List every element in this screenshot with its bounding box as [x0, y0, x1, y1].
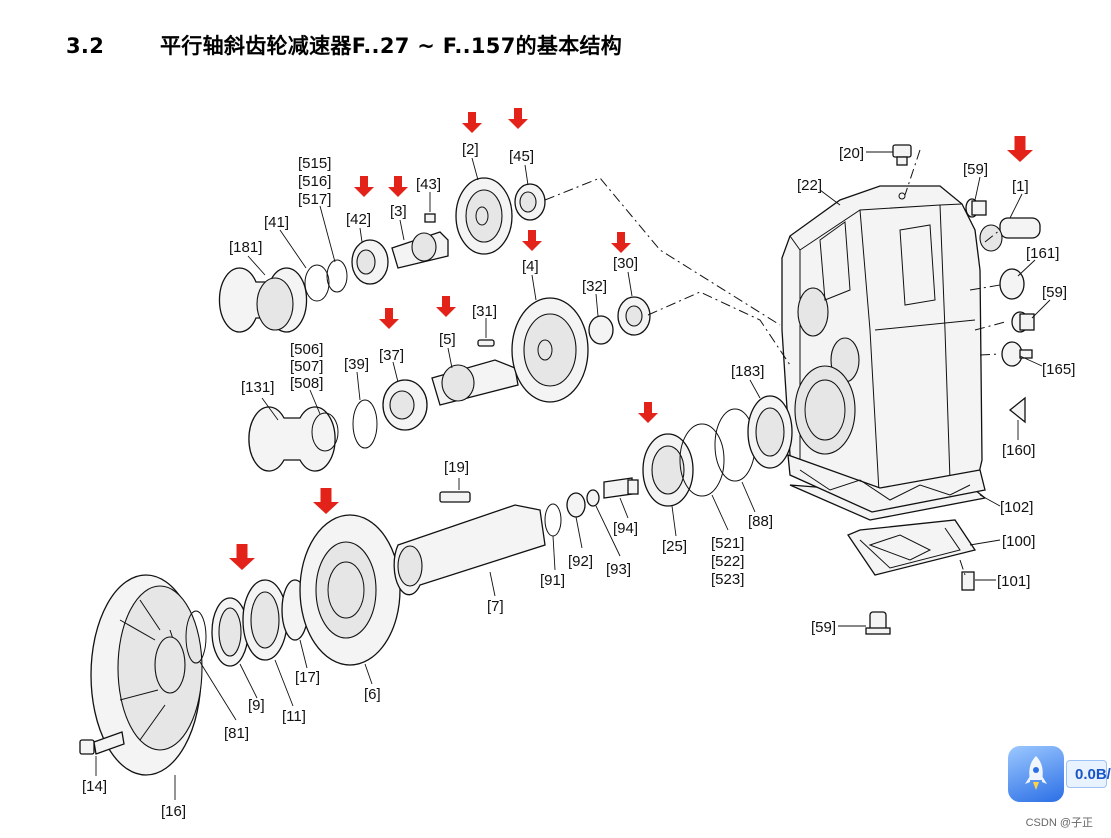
part-label: [59] — [811, 619, 836, 636]
output-shaft-group — [79, 395, 793, 776]
part-label: [30] — [613, 255, 638, 272]
part-label: [515] — [298, 155, 331, 172]
part-label: [25] — [662, 538, 687, 555]
part-label: [161] — [1026, 245, 1059, 262]
part-label: [1] — [1012, 178, 1029, 195]
part-label: [32] — [582, 278, 607, 295]
input-shaft-group — [218, 177, 546, 333]
part-label: [14] — [82, 778, 107, 795]
part-label: [183] — [731, 363, 764, 380]
part-label: [93] — [606, 561, 631, 578]
highlight-arrow-icon — [354, 176, 374, 197]
intermediate-shaft-group — [248, 296, 651, 472]
speed-value: 0.0B/ — [1066, 760, 1111, 788]
part-label: [92] — [568, 553, 593, 570]
part-label: [59] — [1042, 284, 1067, 301]
gear-housing — [781, 185, 983, 511]
highlight-arrow-icon — [1007, 136, 1033, 162]
highlight-arrow-icon — [508, 108, 528, 129]
part-label: [516] — [298, 173, 331, 190]
part-label: [16] — [161, 803, 186, 820]
part-label: [17] — [295, 669, 320, 686]
part-label: [4] — [522, 258, 539, 275]
highlight-arrow-icon — [436, 296, 456, 317]
highlight-arrow-icon — [611, 232, 631, 253]
part-label: [41] — [264, 214, 289, 231]
part-label: [91] — [540, 572, 565, 589]
part-label: [88] — [748, 513, 773, 530]
part-label: [45] — [509, 148, 534, 165]
highlight-arrow-icon — [313, 488, 339, 514]
part-label: [59] — [963, 161, 988, 178]
part-label: [19] — [444, 459, 469, 476]
part-label: [100] — [1002, 533, 1035, 550]
part-label: [6] — [364, 686, 381, 703]
part-label: [165] — [1042, 361, 1075, 378]
part-label: [22] — [797, 177, 822, 194]
part-label: [3] — [390, 203, 407, 220]
part-label: [94] — [613, 520, 638, 537]
part-labels: [20] [59] [1] [22] [161] [59] [165] [160… — [82, 141, 1075, 820]
part-label: [2] — [462, 141, 479, 158]
base-plates — [787, 454, 987, 576]
highlight-arrow-icon — [522, 230, 542, 251]
part-label: [102] — [1000, 499, 1033, 516]
page-title: 3.2 平行轴斜齿轮减速器F..27 ~ F..157的基本结构 — [66, 30, 622, 60]
center-lines — [544, 149, 1006, 576]
part-label: [43] — [416, 176, 441, 193]
part-label: [37] — [379, 347, 404, 364]
part-label: [508] — [290, 375, 323, 392]
highlight-arrow-icon — [379, 308, 399, 329]
part-label: [131] — [241, 379, 274, 396]
rocket-icon — [1008, 746, 1064, 802]
part-label: [523] — [711, 571, 744, 588]
section-title: 平行轴斜齿轮减速器F..27 ~ F..157的基本结构 — [160, 34, 623, 58]
highlight-arrow-icon — [462, 112, 482, 133]
part-label: [39] — [344, 356, 369, 373]
part-label: [20] — [839, 145, 864, 162]
part-label: [11] — [282, 708, 306, 725]
part-label: [7] — [487, 598, 504, 615]
highlight-arrow-icon — [388, 176, 408, 197]
part-label: [31] — [472, 303, 497, 320]
part-label: [517] — [298, 191, 331, 208]
leader-lines — [95, 151, 1051, 800]
part-label: [521] — [711, 535, 744, 552]
part-label: [101] — [997, 573, 1030, 590]
part-label: [5] — [439, 331, 456, 348]
right-small-parts — [865, 144, 1041, 635]
part-label: [9] — [248, 697, 265, 714]
part-label: [81] — [224, 725, 249, 742]
part-label: [181] — [229, 239, 262, 256]
part-label: [160] — [1002, 442, 1035, 459]
section-number: 3.2 — [66, 34, 105, 58]
part-label: [506] — [290, 341, 323, 358]
highlight-arrow-icon — [229, 544, 255, 570]
network-speed-widget[interactable]: 0.0B/ — [1008, 746, 1111, 802]
watermark: CSDN @子正 — [1025, 817, 1093, 829]
highlight-arrow-icon — [638, 402, 658, 423]
part-label: [507] — [290, 358, 323, 375]
highlight-arrows — [229, 108, 1033, 570]
part-label: [522] — [711, 553, 744, 570]
part-label: [42] — [346, 211, 371, 228]
